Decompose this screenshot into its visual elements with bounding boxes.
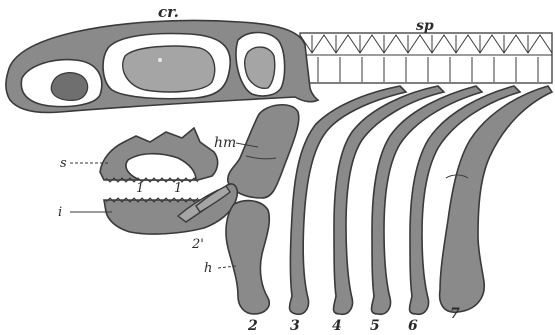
arch-number-6: 6 bbox=[408, 318, 418, 334]
arch-number-5: 5 bbox=[370, 318, 380, 334]
hyomandibular-bone bbox=[228, 105, 299, 198]
hyoid-label: h bbox=[204, 261, 212, 276]
arch-1-upper-label: 1 bbox=[136, 181, 144, 196]
upper-jaw-label: s bbox=[60, 156, 67, 171]
arch-1-lower-label: 1 bbox=[174, 181, 182, 196]
branchial-arch-4 bbox=[334, 86, 445, 314]
arch-number-7: 7 bbox=[450, 306, 460, 322]
cranium-label: cr. bbox=[158, 3, 179, 21]
spinal-column bbox=[300, 33, 552, 83]
arch-number-4: 4 bbox=[332, 318, 342, 334]
arch-number-3: 3 bbox=[290, 318, 300, 334]
hyoid-arch bbox=[226, 201, 269, 314]
cranium bbox=[6, 20, 318, 112]
spinal-label: sp bbox=[416, 18, 434, 34]
hyomandibular-label: hm bbox=[214, 135, 236, 151]
lower-jaw-label: i bbox=[58, 205, 62, 220]
arch-number-2: 2 bbox=[247, 318, 258, 334]
second-arch-label: 2' bbox=[191, 237, 204, 252]
